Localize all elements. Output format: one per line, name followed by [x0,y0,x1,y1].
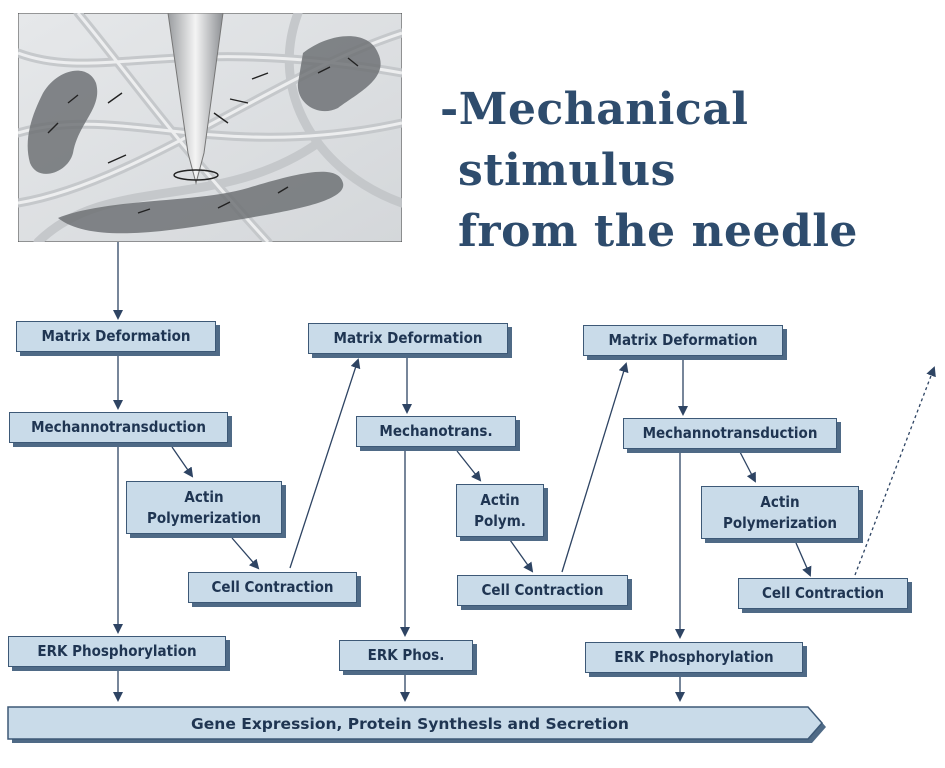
mechanotransduction-box-2: Mechanotrans. [356,416,516,447]
erk-phosphorylation-box-3: ERK Phosphorylation [585,642,803,673]
matrix-deformation-box-3: Matrix Deformation [583,325,783,356]
mechanotransduction-box-1: Mechannotransduction [9,412,228,443]
erk-phosphorylation-box-1: ERK Phosphorylation [8,636,226,667]
arrow-mechano-to-actin-3 [739,451,756,483]
needle-stimulus-illustration [18,13,402,242]
actin-polymerization-box-1: Actin Polymerization [126,481,282,534]
title-line-1: -Mechanical [440,84,749,135]
matrix-deformation-box-2: Matrix Deformation [308,323,508,354]
title-line-3: from the needle [458,206,858,257]
actin-polymerization-box-3: Actin Polymerization [701,486,859,539]
arrow-mechano-to-actin-2 [456,450,482,482]
arrow-contraction-to-matrix-3 [561,362,629,573]
matrix-deformation-box-1: Matrix Deformation [16,321,216,352]
arrow-mechano-to-actin-1 [171,446,194,478]
cell-contraction-box-3: Cell Contraction [738,578,908,609]
arrow-continue-dotted [854,366,936,576]
arrow-actin-to-contraction-1 [231,537,260,570]
arrow-contraction-to-matrix-2 [289,358,361,569]
erk-phosphorylation-box-2: ERK Phos. [339,640,473,671]
cell-contraction-box-1: Cell Contraction [188,572,357,603]
gene-expression-label: Gene Expression, Protein Synthesls and S… [191,715,629,733]
arrow-actin-to-contraction-3 [795,542,812,577]
title-line-2: stimulus [458,145,676,196]
arrow-actin-to-contraction-2 [509,539,534,573]
cell-contraction-box-2: Cell Contraction [457,575,628,606]
actin-polymerization-box-2: Actin Polym. [456,484,544,537]
mechanotransduction-box-3: Mechannotransduction [623,418,837,449]
